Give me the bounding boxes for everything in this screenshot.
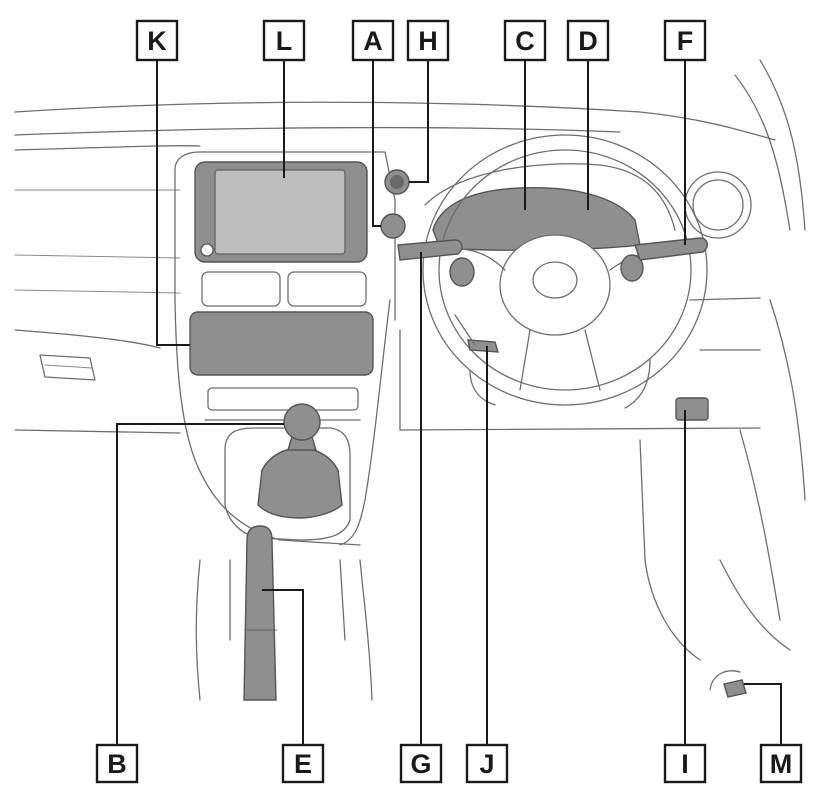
leader-h	[409, 60, 428, 182]
callout-label-e: E	[294, 749, 312, 779]
callout-i: I	[665, 745, 705, 782]
vehicle-interior-illustration	[15, 60, 805, 700]
leader-k	[157, 60, 190, 345]
callout-label-i: I	[681, 749, 689, 779]
callout-label-m: M	[770, 749, 793, 779]
callout-label-c: C	[515, 26, 535, 56]
callout-label-g: G	[410, 749, 431, 779]
callout-label-j: J	[479, 749, 494, 779]
callout-e: E	[283, 745, 323, 782]
callout-j: J	[467, 745, 507, 782]
callout-f: F	[665, 21, 705, 60]
callout-k: K	[137, 21, 177, 60]
callout-label-b: B	[107, 749, 127, 779]
callout-label-a: A	[363, 26, 383, 56]
callout-b: B	[97, 745, 137, 782]
callout-label-k: K	[147, 26, 167, 56]
callout-g: G	[401, 745, 441, 782]
leader-a	[373, 60, 381, 226]
callout-m: M	[761, 745, 801, 782]
callout-a: A	[353, 21, 393, 60]
callout-label-l: L	[276, 26, 293, 56]
callout-label-d: D	[578, 26, 598, 56]
callout-c: C	[505, 21, 545, 60]
callout-label-h: H	[418, 26, 438, 56]
leader-m	[744, 684, 781, 745]
callout-l: L	[264, 21, 304, 60]
callout-h: H	[408, 21, 448, 60]
callout-d: D	[568, 21, 608, 60]
callout-label-f: F	[677, 26, 694, 56]
